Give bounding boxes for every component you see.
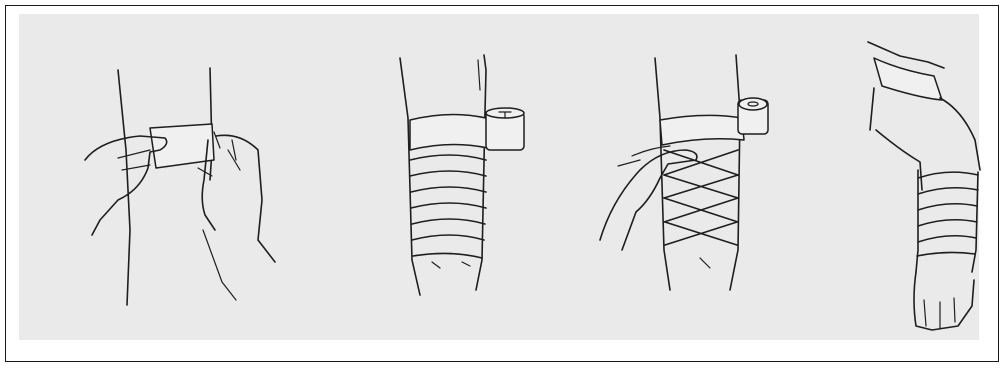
limb-outline-left — [118, 70, 130, 305]
bandage-roll — [486, 108, 524, 150]
bandage-roll — [738, 98, 768, 134]
upper-band — [874, 58, 942, 100]
step-2-circular-turns — [400, 55, 524, 295]
step-3-figure-eight-turns — [600, 55, 768, 290]
step-4-finished-bandage — [868, 42, 980, 330]
forearm-outline-right — [476, 55, 486, 290]
guiding-hand — [600, 150, 697, 250]
fist — [914, 272, 974, 330]
bandage-end — [150, 124, 214, 168]
step-1-anchor-bandage — [85, 68, 275, 305]
